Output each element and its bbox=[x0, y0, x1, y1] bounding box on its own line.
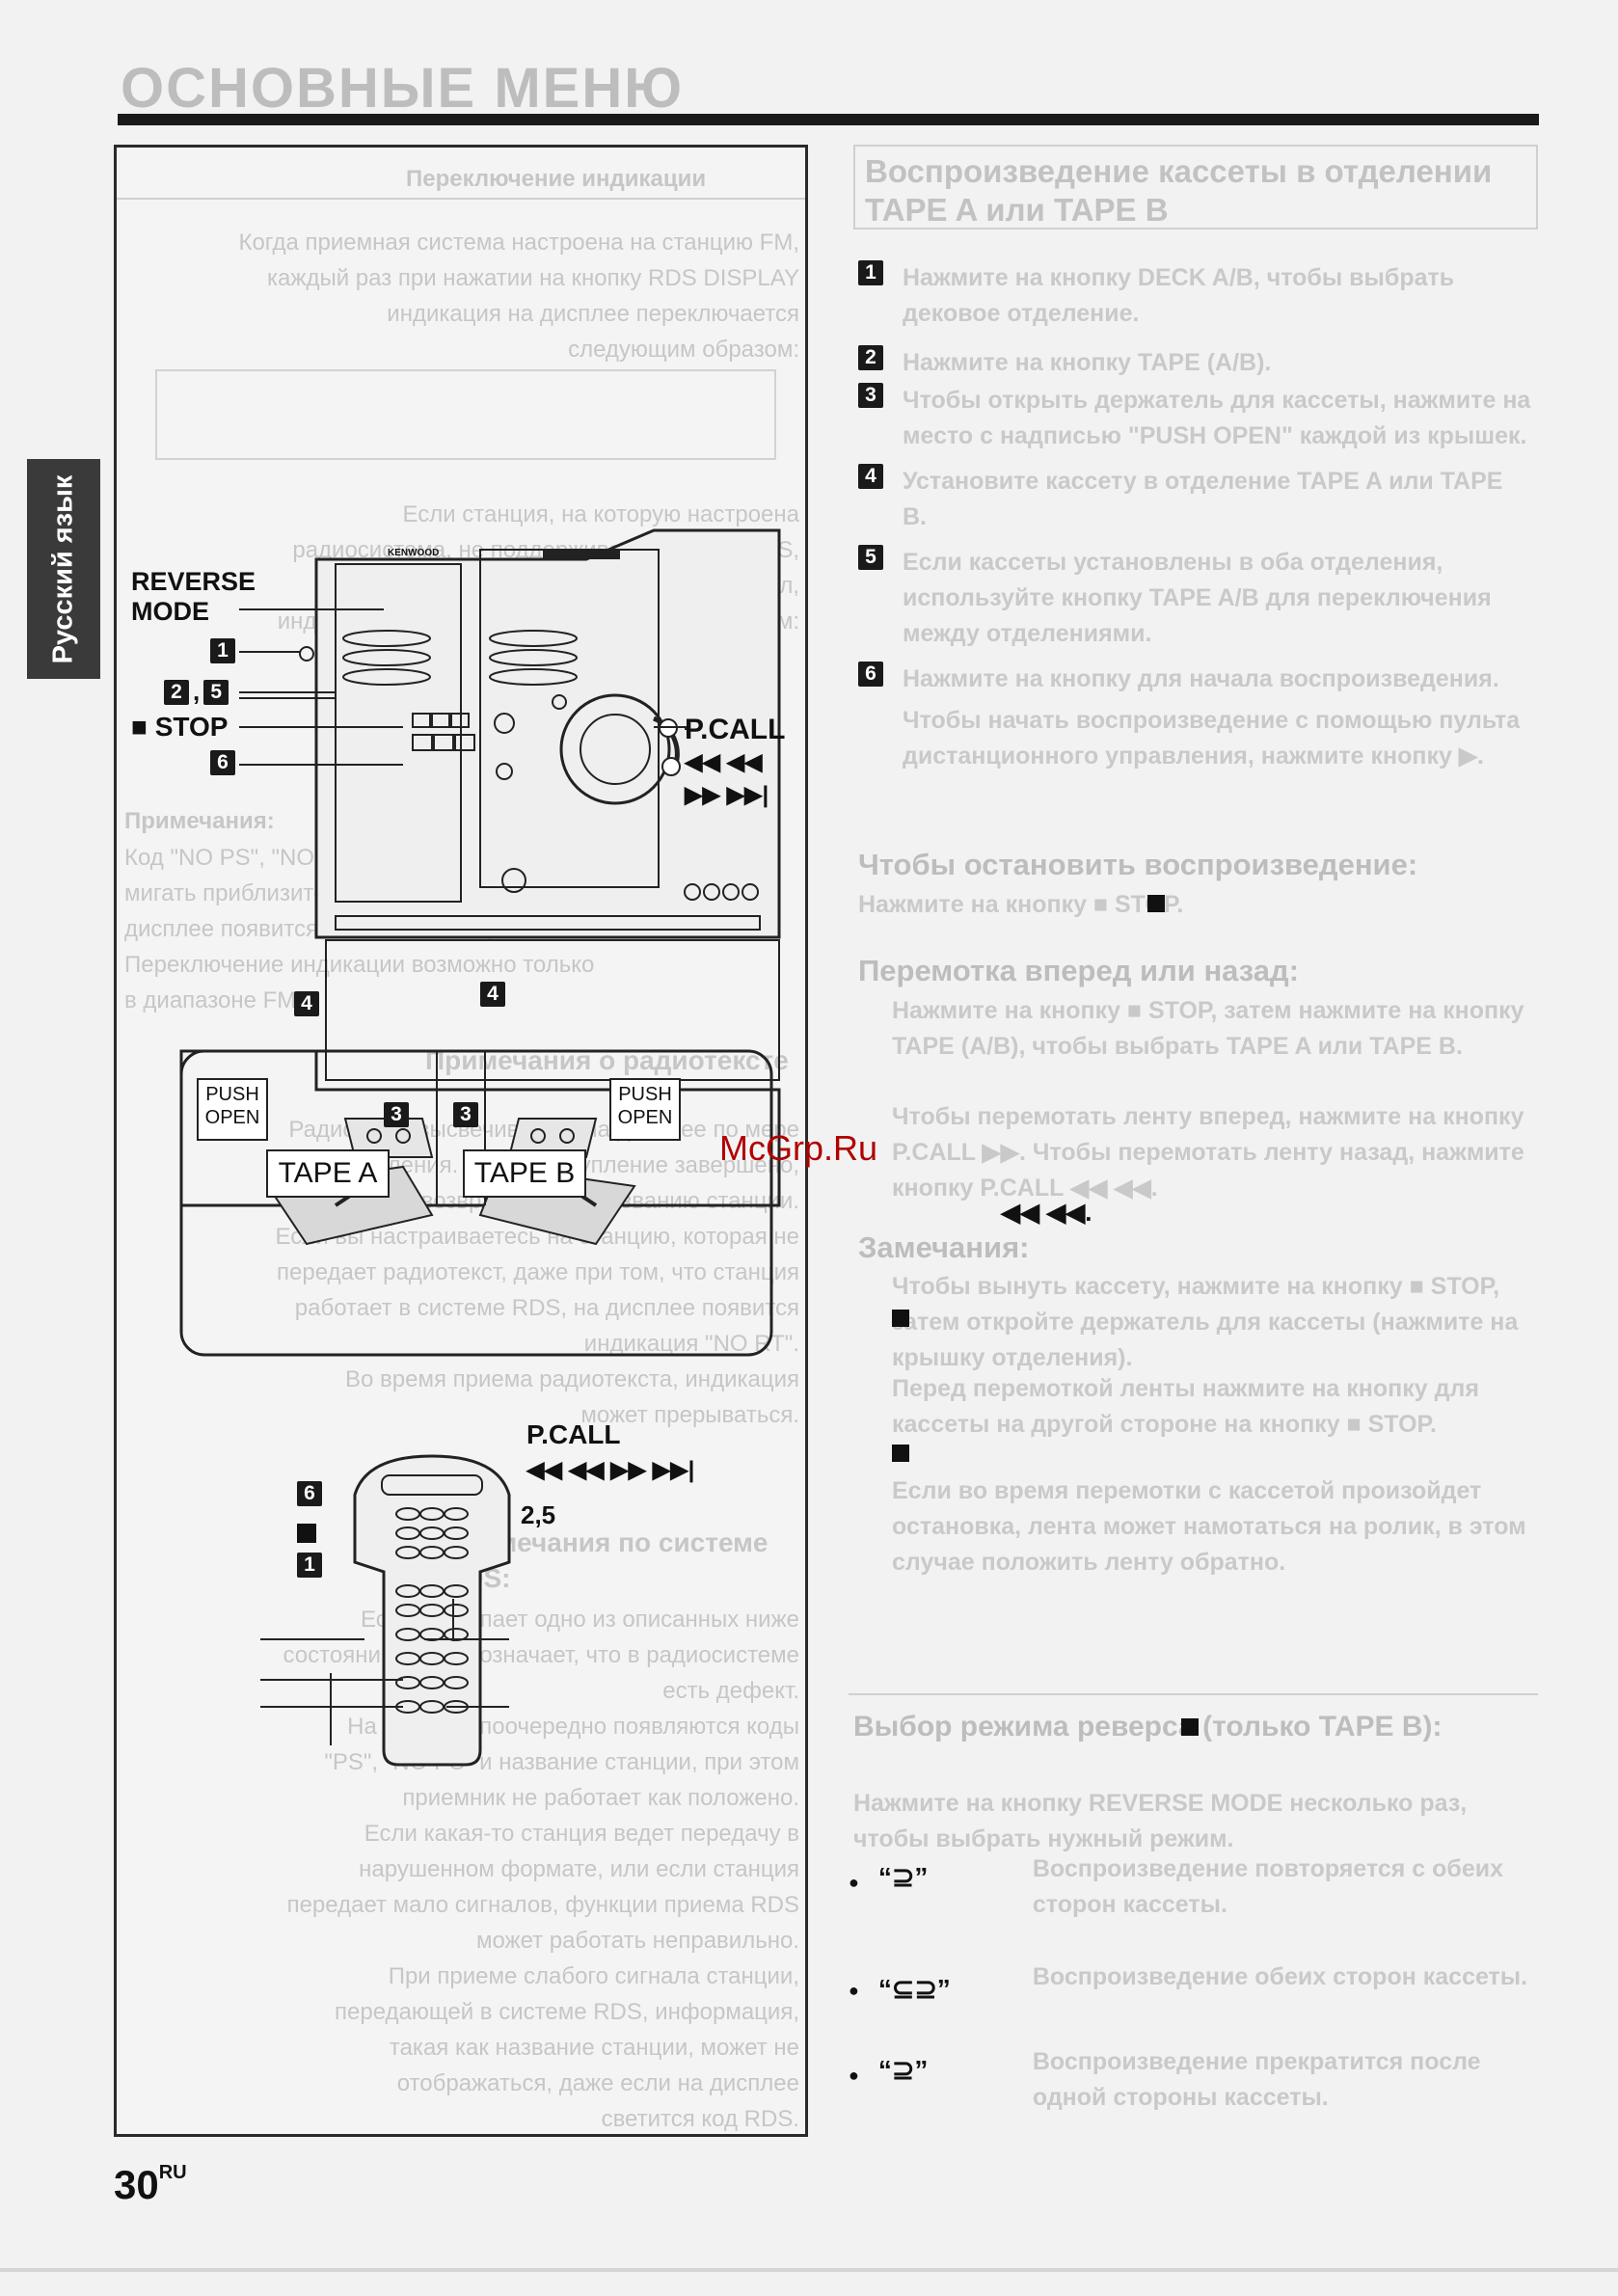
rewind-item-1: Нажмите на кнопку ■ STOP, затем нажмите … bbox=[892, 997, 1524, 1060]
remote-step-6: 6 bbox=[297, 1481, 322, 1506]
step-badge-1: 1 bbox=[210, 638, 235, 663]
right-note-1: Чтобы вынуть кассету, нажмите на кнопку … bbox=[892, 1273, 1519, 1371]
rewind-symbols: ◀◀ ◀◀. bbox=[1001, 1198, 1092, 1227]
mode-row-1: ● “⊇” Воспроизведение повторяется с обеи… bbox=[849, 1855, 1504, 1918]
volume-dial bbox=[559, 693, 671, 805]
step-badge-4b: 4 bbox=[480, 982, 505, 1007]
diagram-svg bbox=[179, 528, 781, 1767]
tape-b-label: TAPE B bbox=[463, 1149, 586, 1198]
ghost-notes-title: Примечания: bbox=[124, 808, 275, 834]
pcall-forward-symbols: ▶▶ ▶▶| bbox=[685, 782, 769, 808]
ghost-section-title: Переключение индикации bbox=[406, 166, 707, 192]
remote-bullet: Чтобы начать воспроизведение с помощью п… bbox=[903, 707, 1521, 770]
step-badge-3b: 3 bbox=[453, 1102, 478, 1127]
ghost-rule bbox=[117, 198, 805, 200]
right-button-3 bbox=[489, 668, 578, 686]
mode-row-3: ● “⊇” Воспроизведение прекратится после … bbox=[849, 2048, 1481, 2111]
small-knob-2 bbox=[552, 694, 567, 710]
left-frame: Переключение индикации Когда приемная си… bbox=[114, 145, 808, 2137]
stop-title: Чтобы остановить воспроизведение: bbox=[858, 848, 1418, 881]
tape-panel bbox=[335, 563, 462, 903]
stop-text: Нажмите на кнопку ■ STOP. bbox=[858, 891, 1184, 918]
push-open-b: PUSH OPEN bbox=[609, 1078, 681, 1141]
page-number: 30RU bbox=[114, 2162, 187, 2207]
volume-dial-inner bbox=[580, 714, 651, 785]
remote-control bbox=[353, 1454, 511, 1767]
reverse-section-rule bbox=[849, 1693, 1538, 1765]
brand-logo: KENWOOD bbox=[388, 548, 440, 558]
step-badge-4a: 4 bbox=[294, 991, 319, 1016]
phones-jack bbox=[501, 868, 526, 893]
display-window bbox=[543, 550, 620, 559]
step-badge-3a: 3 bbox=[384, 1102, 409, 1127]
modes-list: ● “⊇” Воспроизведение повторяется с обеи… bbox=[849, 1851, 1538, 2116]
stop-label: ■ STOP bbox=[131, 712, 229, 742]
power-knob bbox=[494, 713, 515, 734]
tape-doors-frame bbox=[179, 1049, 773, 1357]
pcall-label: P.CALL bbox=[685, 714, 786, 745]
rewind-title: Перемотка вперед или назад: bbox=[858, 954, 1300, 987]
ghost-flow-box bbox=[155, 369, 776, 460]
small-knob-1 bbox=[299, 646, 314, 662]
deck-button bbox=[342, 649, 431, 666]
note-stop-square-2 bbox=[892, 1445, 909, 1462]
note-stop-square-1 bbox=[892, 1310, 909, 1327]
language-side-tab: Русский язык bbox=[27, 459, 100, 679]
right-button-1 bbox=[489, 630, 578, 647]
mode-button bbox=[342, 668, 431, 686]
reverse-button bbox=[342, 630, 431, 647]
step-badge-6: 6 bbox=[210, 750, 235, 775]
remote-pcall-label: P.CALL bbox=[526, 1419, 621, 1449]
stop-square-icon bbox=[1147, 895, 1165, 912]
cassette-b bbox=[507, 1118, 598, 1158]
push-open-a: PUSH OPEN bbox=[197, 1078, 268, 1141]
right-title-ghost: Воспроизведение кассеты в отделении TAPE… bbox=[853, 145, 1538, 230]
unit-base bbox=[325, 939, 780, 1081]
ghost-header-title: ОСНОВНЫЕ МЕНЮ bbox=[121, 57, 685, 120]
reverse-title: Выбор режима реверса (только TAPE B): bbox=[853, 1711, 1443, 1742]
right-notes-title: Замечания: bbox=[858, 1230, 1030, 1264]
remote-step-1: 1 bbox=[297, 1553, 322, 1578]
tape-doors-box bbox=[179, 1049, 781, 1207]
watermark: McGrp.Ru bbox=[719, 1128, 878, 1168]
right-button-2 bbox=[489, 649, 578, 666]
mode-row-2: ● “⊆⊇” Воспроизведение обеих сторон касс… bbox=[849, 1963, 1528, 2004]
reverse-text: Нажмите на кнопку REVERSE MODE несколько… bbox=[853, 1790, 1468, 1852]
tape-a-label: TAPE A bbox=[266, 1149, 390, 1198]
right-note-3: Если во время перемотки с кассетой произ… bbox=[892, 1477, 1526, 1576]
reverse-title-square bbox=[1181, 1718, 1199, 1736]
remote-stop-square bbox=[297, 1524, 316, 1543]
top-rule bbox=[118, 114, 1539, 125]
remote-step-2-5: 2,5 bbox=[521, 1500, 556, 1529]
remote-keys-label: ◀◀ ◀◀ ▶▶ ▶▶| bbox=[526, 1457, 695, 1483]
right-note-2: Перед перемоткой ленты нажмите на кнопку… bbox=[892, 1375, 1479, 1438]
bottom-edge bbox=[0, 2268, 1618, 2272]
reverse-mode-label: REVERSE MODE bbox=[131, 567, 256, 626]
language-side-tab-label: Русский язык bbox=[47, 474, 79, 663]
step-badge-2-5: 2,5 bbox=[164, 677, 229, 707]
rewind-item-2: Чтобы перемотать ленту вперед, нажмите н… bbox=[892, 1103, 1524, 1202]
pcall-rewind-symbols: ◀◀ ◀◀ bbox=[685, 749, 763, 775]
ghost-para-1: Когда приемная система настроена на стан… bbox=[238, 230, 799, 363]
